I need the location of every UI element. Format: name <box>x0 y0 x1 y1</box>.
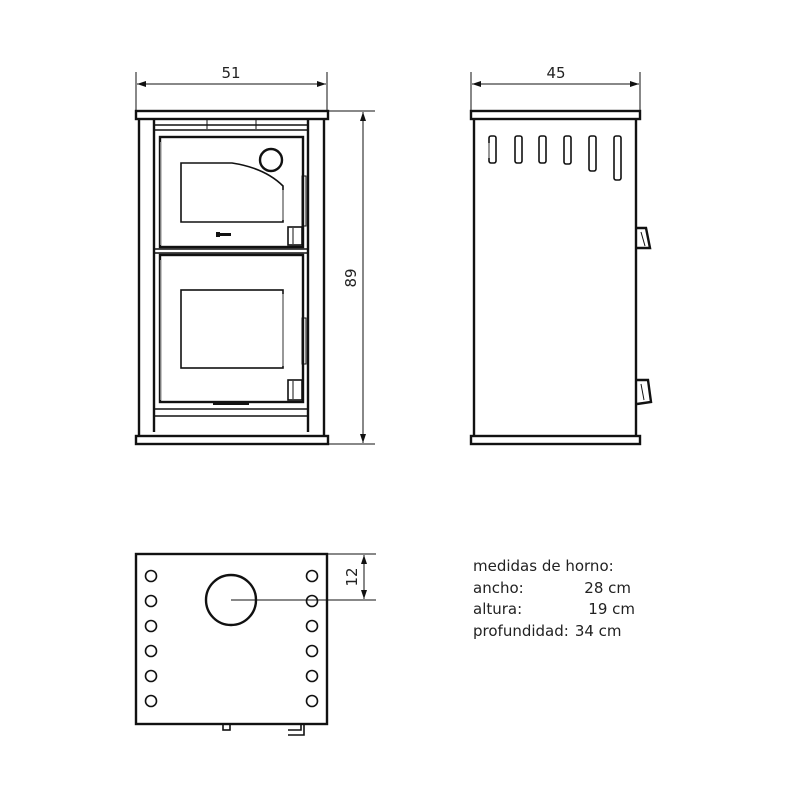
brand-logo <box>216 232 231 237</box>
top-plate <box>134 109 330 121</box>
firebox-window <box>180 289 284 369</box>
spec-row-profundidad: profundidad: 34 cm <box>473 621 635 643</box>
vent-slots <box>488 135 622 181</box>
spec-row-altura: altura: 19 cm <box>473 599 635 621</box>
spec-label: ancho: <box>473 578 524 597</box>
bolt-holes-right <box>305 569 319 708</box>
oven-specs: medidas de horno: ancho: 28 cm altura: 1… <box>473 556 635 642</box>
thermometer-icon <box>258 147 284 173</box>
side-latch-upper <box>637 226 652 250</box>
base-plate <box>134 434 330 446</box>
bolt-holes-left <box>144 569 158 708</box>
handle-stub <box>222 723 231 731</box>
spec-row-ancho: ancho: 28 cm <box>473 578 635 600</box>
top-view: 12 <box>134 552 376 736</box>
height-label: 89 <box>342 268 360 287</box>
side-latch-lower <box>636 378 653 406</box>
flue-offset-dimension: 12 <box>343 555 367 599</box>
oven-door <box>158 135 307 249</box>
firebox-latch <box>287 379 303 401</box>
depth-label: 45 <box>546 64 565 82</box>
spec-label: profundidad: <box>473 621 569 640</box>
side-top-plate <box>469 109 642 121</box>
spec-value: 28 cm <box>584 578 631 597</box>
front-view: 51 <box>134 64 375 446</box>
spec-value: 19 cm <box>588 600 635 618</box>
flue-offset-label: 12 <box>343 567 361 586</box>
depth-dimension: 45 <box>470 64 641 112</box>
spec-label: altura: <box>473 600 523 618</box>
top-outline <box>134 552 329 726</box>
width-label: 51 <box>221 64 240 82</box>
oven-specs-title: medidas de horno: <box>473 557 614 575</box>
spec-value: 34 cm <box>574 621 622 640</box>
firebox-door <box>158 253 307 405</box>
side-view: 45 <box>469 64 653 446</box>
oven-window <box>180 162 284 223</box>
width-dimension: 51 <box>135 64 328 112</box>
height-dimension: 89 <box>328 110 375 445</box>
latch-stub <box>288 723 305 736</box>
oven-latch <box>287 226 303 246</box>
side-base-plate <box>469 434 642 446</box>
